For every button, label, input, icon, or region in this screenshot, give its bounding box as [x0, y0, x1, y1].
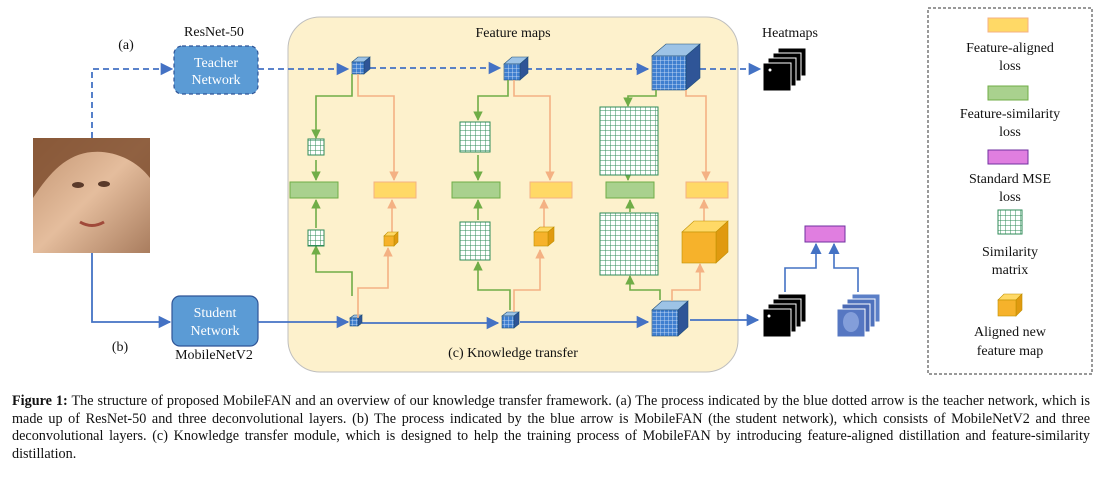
legend-aligned-map-swatch [997, 293, 1023, 317]
mse-loss-box [804, 225, 846, 243]
similarity-loss-box-1 [289, 181, 339, 199]
legend-aligned-loss-swatch [987, 17, 1029, 33]
ground-truth-faces [836, 293, 881, 338]
student-similarity-matrix-1 [307, 229, 325, 247]
legend-aligned-loss-line2: loss [999, 59, 1021, 74]
legend-sim-matrix-line1: Similarity [982, 245, 1038, 260]
student-feature-cube-2 [501, 311, 520, 329]
knowledge-transfer-label: (c) Knowledge transfer [448, 346, 578, 361]
path-a-label: (a) [118, 38, 134, 53]
face-input-image [33, 138, 150, 253]
student-label-line1: Student [194, 306, 237, 321]
legend-aligned-map-line2: feature map [977, 344, 1043, 359]
teacher-feature-cube-1 [351, 56, 371, 75]
student-network-box: Student Network [171, 295, 259, 347]
legend-aligned-map-line1: Aligned new [974, 325, 1047, 340]
path-b-label: (b) [112, 340, 129, 355]
aligned-feature-cube-1 [383, 231, 399, 247]
aligned-feature-cube-3 [681, 220, 729, 264]
aligned-branches [357, 74, 711, 318]
student-solid-path [91, 253, 760, 330]
teacher-similarity-matrix-1 [307, 138, 325, 156]
caption-label: Figure 1: [12, 393, 68, 409]
aligned-loss-box-2 [529, 181, 573, 199]
student-label-line2: Network [191, 324, 240, 339]
student-feature-cube-1 [349, 314, 363, 327]
legend-similarity-loss-swatch [987, 85, 1029, 101]
student-similarity-matrix-3 [599, 212, 659, 276]
heatmaps-label: Heatmaps [762, 26, 818, 41]
feature-maps-label: Feature maps [475, 26, 550, 41]
teacher-label-line1: Teacher [194, 56, 238, 71]
teacher-dashed-path [91, 61, 762, 138]
aligned-feature-cube-2 [533, 226, 555, 247]
teacher-similarity-matrix-2 [459, 121, 491, 153]
legend-similarity-loss-line2: loss [999, 125, 1021, 140]
similarity-loss-box-3 [605, 181, 655, 199]
legend-similarity-loss-line1: Feature-similarity [960, 107, 1060, 122]
caption-text: The structure of proposed MobileFAN and … [12, 393, 1091, 462]
teacher-heatmaps [762, 47, 807, 92]
resnet-label: ResNet-50 [184, 25, 244, 40]
legend-mse-line2: loss [999, 190, 1021, 205]
legend-sim-matrix-swatch [997, 209, 1023, 235]
mobilenet-label: MobileNetV2 [175, 348, 253, 363]
student-similarity-matrix-2 [459, 221, 491, 261]
legend: Feature-aligned loss Feature-similarity … [927, 7, 1093, 375]
teacher-feature-cube-2 [503, 56, 529, 81]
legend-mse-swatch [987, 149, 1029, 165]
figure-caption: Figure 1: The structure of proposed Mobi… [12, 393, 1090, 463]
legend-sim-matrix-line2: matrix [992, 263, 1029, 278]
student-feature-cube-3 [651, 300, 689, 337]
teacher-label-line2: Network [192, 73, 241, 88]
aligned-loss-box-3 [685, 181, 729, 199]
teacher-network-box: Teacher Network [173, 45, 259, 95]
teacher-feature-cube-3 [651, 43, 701, 91]
similarity-loss-box-2 [451, 181, 501, 199]
mse-loss-arrows [784, 242, 859, 292]
framework-diagram: Feature maps (c) Knowledge transfer (a) … [33, 7, 1093, 375]
student-heatmaps [762, 293, 807, 338]
legend-mse-line1: Standard MSE [969, 172, 1051, 187]
teacher-similarity-matrix-3 [599, 106, 659, 176]
aligned-loss-box-1 [373, 181, 417, 199]
legend-aligned-loss-line1: Feature-aligned [966, 41, 1054, 56]
